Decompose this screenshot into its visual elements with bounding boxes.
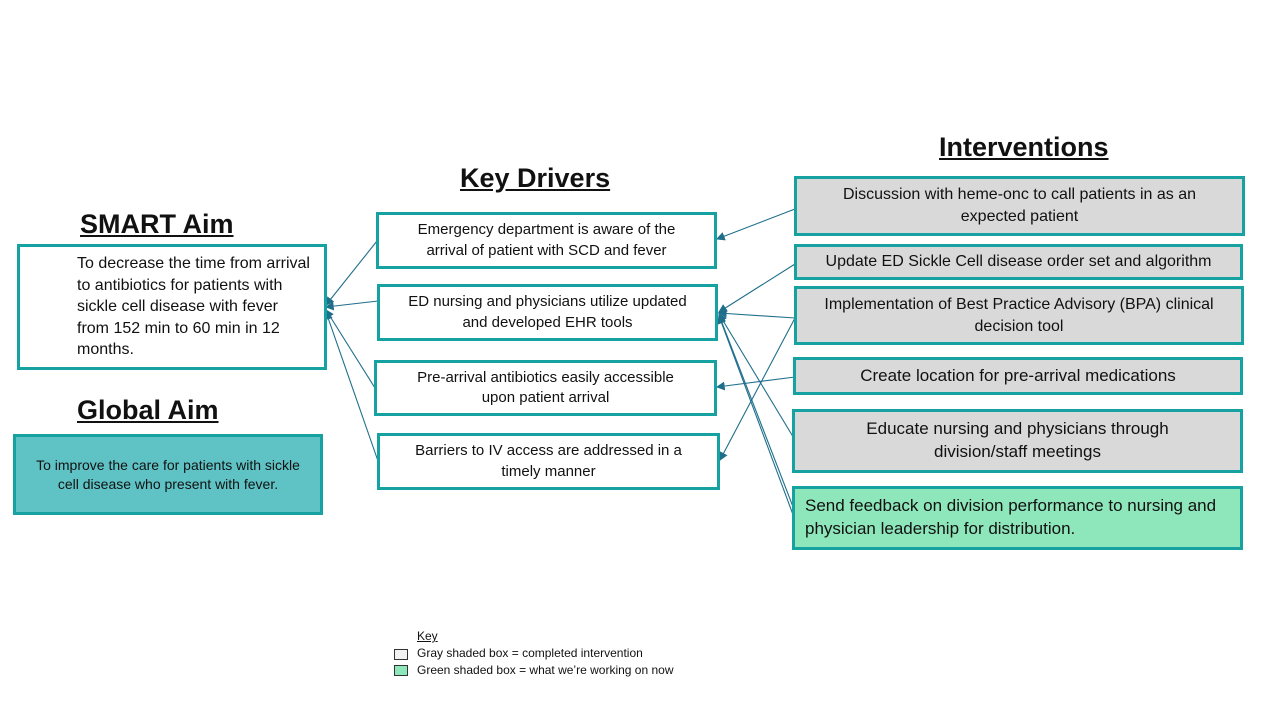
arrow-int2-to-driver2 [718, 263, 796, 313]
intervention-box-heme-onc: Discussion with heme-onc to call patient… [794, 176, 1245, 236]
intervention-box-order-set: Update ED Sickle Cell disease order set … [794, 244, 1243, 280]
driver-text: Pre-arrival antibiotics easily accessibl… [417, 368, 674, 406]
intervention-box-feedback: Send feedback on division performance to… [792, 486, 1243, 550]
arrow-int3-to-driver4 [719, 317, 796, 461]
arrow-int5-to-driver2 [718, 313, 796, 441]
arrow-int1-to-driver1 [715, 208, 796, 241]
arrow-int6-to-driver2-b [717, 314, 796, 521]
arrow-driver3-to-smart-aim [325, 309, 376, 389]
intervention-text: Create location for pre-arrival medicati… [860, 365, 1176, 385]
intervention-text: Educate nursing and physicians through d… [866, 419, 1169, 461]
legend-swatch-green [394, 665, 408, 676]
driver-box-iv-access: Barriers to IV access are addressed in a… [377, 433, 720, 490]
interventions-heading: Interventions [939, 132, 1109, 162]
smart-aim-box: To decrease the time from arrival to ant… [17, 244, 327, 370]
intervention-text: Discussion with heme-onc to call patient… [842, 186, 1197, 225]
global-aim-box: To improve the care for patients with si… [13, 434, 323, 515]
arrow-int4-to-driver3 [715, 376, 796, 391]
legend-gray-label: Gray shaded box = completed intervention [417, 646, 643, 660]
arrow-driver4-to-smart-aim [324, 310, 379, 462]
intervention-box-pre-arrival-location: Create location for pre-arrival medicati… [793, 357, 1243, 395]
key-drivers-heading: Key Drivers [460, 163, 611, 193]
driver-box-pre-arrival-antibiotics: Pre-arrival antibiotics easily accessibl… [374, 360, 717, 416]
legend-title: Key [417, 629, 438, 643]
driver-text: ED nursing and physicians utilize update… [408, 293, 687, 331]
arrow-driver2-to-smart-aim [324, 300, 379, 311]
legend-green-label: Green shaded box = what we’re working on… [417, 663, 674, 677]
smart-aim-text: To decrease the time from arrival to ant… [77, 255, 310, 359]
driver-box-ehr-tools: ED nursing and physicians utilize update… [377, 284, 718, 341]
driver-text: Emergency department is aware of the arr… [417, 221, 676, 259]
global-aim-text: To improve the care for patients with si… [36, 456, 300, 492]
arrow-int3-to-driver2 [717, 309, 796, 319]
driver-box-awareness: Emergency department is aware of the arr… [376, 212, 717, 269]
legend-swatch-gray [394, 649, 408, 660]
arrow-int6-to-driver2-a [717, 313, 796, 513]
intervention-text: Send feedback on division performance to… [805, 496, 1217, 538]
driver-text: Barriers to IV access are addressed in a… [415, 442, 682, 480]
intervention-text: Update ED Sickle Cell disease order set … [825, 253, 1212, 271]
smart-aim-heading: SMART Aim [80, 209, 234, 239]
intervention-box-education: Educate nursing and physicians through d… [792, 409, 1243, 473]
intervention-box-bpa: Implementation of Best Practice Advisory… [794, 286, 1244, 345]
global-aim-heading: Global Aim [77, 395, 219, 425]
intervention-text: Implementation of Best Practice Advisory… [824, 295, 1214, 335]
arrow-driver1-to-smart-aim [325, 240, 378, 306]
